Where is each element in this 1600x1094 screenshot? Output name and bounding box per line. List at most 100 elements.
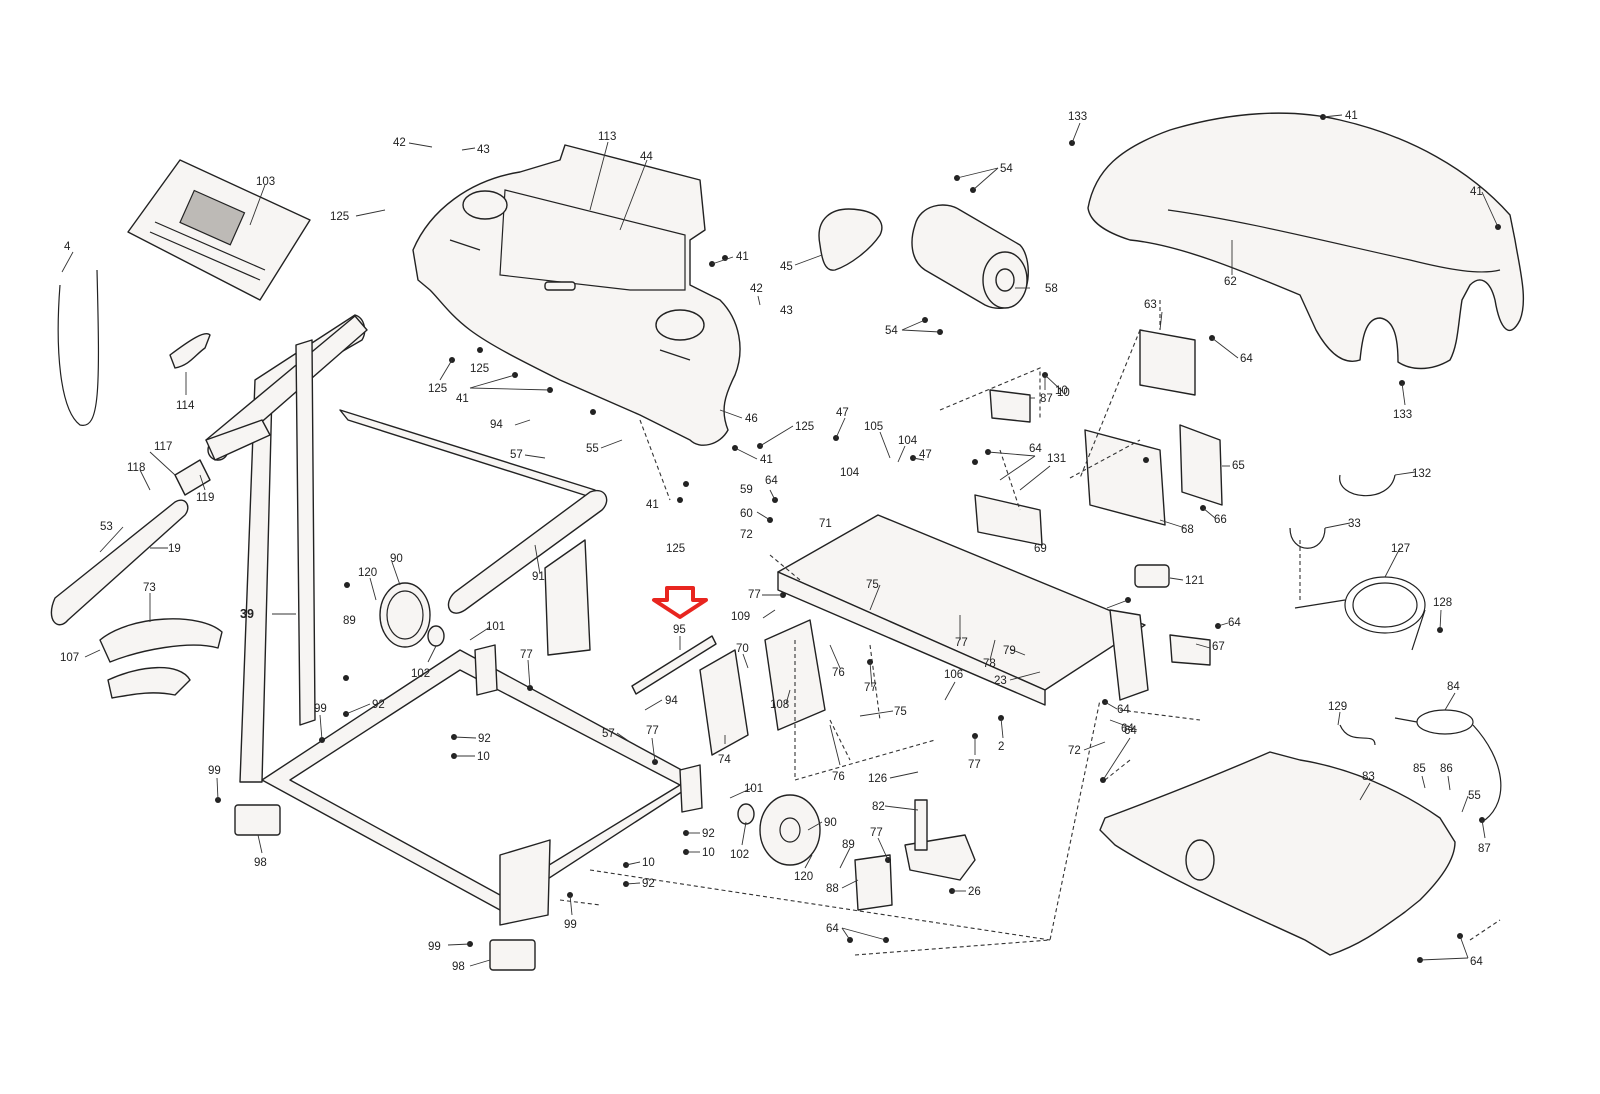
wire-129: [1339, 724, 1376, 746]
part-label: 68: [1181, 524, 1194, 536]
part-label: 72: [1068, 745, 1081, 757]
part-label: 125: [470, 363, 489, 375]
part-label: 41: [760, 454, 773, 466]
part-label: 63: [1144, 299, 1157, 311]
part-label: 125: [666, 543, 685, 555]
part-label: 72: [740, 529, 753, 541]
part-label: 42: [750, 283, 763, 295]
part-label: 42: [393, 137, 406, 149]
part-label: 117: [154, 441, 172, 453]
wire-4: [57, 269, 100, 426]
part-label: 41: [646, 499, 659, 511]
part-label: 39: [240, 607, 254, 621]
part-label: 64: [1121, 723, 1134, 735]
bracket-67b: [1169, 634, 1211, 666]
part-label: 121: [1185, 575, 1204, 587]
part-label: 57: [602, 728, 615, 740]
part-label: 76: [832, 667, 845, 679]
part-label: 119: [196, 492, 214, 504]
wire-132: [1339, 474, 1396, 497]
part-label: 71: [819, 518, 832, 530]
part-label: 94: [490, 419, 503, 431]
part-label: 92: [702, 828, 715, 840]
bracket-69: [974, 494, 1043, 546]
part-label: 26: [968, 886, 981, 898]
part-label: 132: [1412, 468, 1431, 480]
part-label: 99: [208, 765, 221, 777]
part-label: 99: [564, 919, 577, 931]
incline-strut-95: [631, 635, 717, 695]
part-label: 64: [1124, 725, 1137, 737]
motor-hood-62: [1087, 112, 1525, 370]
part-label: 89: [343, 615, 356, 627]
part-label: 70: [736, 643, 749, 655]
part-label: 10: [477, 751, 490, 763]
part-label: 43: [780, 305, 793, 317]
part-label: 10: [1055, 385, 1068, 397]
choke-63: [1139, 329, 1196, 396]
part-label: 99: [428, 941, 441, 953]
part-label: 108: [770, 699, 789, 711]
cover-plate-88: [854, 854, 893, 911]
part-label: 10: [1057, 387, 1070, 399]
assembly-guide-lines: [559, 300, 1501, 956]
part-label: 77: [646, 725, 659, 737]
console-assembly-113: [412, 144, 741, 446]
part-label: 41: [1470, 186, 1483, 198]
part-labels: 133 41 41 62 133 113 44 42 43 103 125 54…: [60, 110, 1491, 973]
part-label: 64: [1240, 353, 1253, 365]
part-label: 90: [824, 817, 837, 829]
part-label: 60: [740, 508, 753, 520]
drive-belt-45: [818, 208, 883, 271]
wheel-90b: [759, 794, 821, 866]
part-label: 126: [868, 773, 887, 785]
part-label: 133: [1393, 409, 1412, 421]
part-label: 65: [1232, 460, 1245, 472]
part-label: 95: [673, 624, 686, 636]
part-label: 133: [1068, 111, 1087, 123]
part-label: 64: [1117, 704, 1130, 716]
part-label: 113: [598, 131, 616, 143]
upright-39: [205, 314, 601, 783]
part-label: 59: [740, 484, 753, 496]
part-label: 47: [836, 407, 849, 419]
part-label: 57: [510, 449, 523, 461]
wire-33: [1289, 527, 1326, 549]
part-label: 19: [168, 543, 181, 555]
foot-pad-98a: [234, 804, 281, 836]
part-label: 73: [143, 582, 156, 594]
highlight-arrow: [652, 586, 708, 619]
part-label: 78: [983, 658, 996, 670]
console-overlay-103: [127, 159, 311, 301]
part-label: 89: [842, 839, 855, 851]
part-label: 77: [748, 589, 761, 601]
part-label: 45: [780, 261, 793, 273]
part-label: 62: [1224, 276, 1237, 288]
controller-board-65: [1179, 424, 1223, 506]
pulse-grip-73: [99, 618, 223, 663]
part-label: 58: [1045, 283, 1058, 295]
part-label: 77: [864, 682, 877, 694]
part-label: 92: [372, 699, 385, 711]
foot-pad-98b: [489, 939, 536, 971]
part-label: 109: [731, 611, 750, 623]
motor-base-83: [1099, 751, 1456, 956]
part-label: 87: [1478, 843, 1491, 855]
part-label: 120: [358, 567, 377, 579]
part-label: 106: [944, 669, 963, 681]
base-frame: [261, 644, 703, 926]
part-label: 79: [1003, 645, 1016, 657]
mounting-plate-74: [699, 649, 749, 756]
part-label: 98: [452, 961, 465, 973]
part-label: 90: [390, 553, 403, 565]
part-label: 101: [744, 783, 763, 795]
part-label: 55: [586, 443, 599, 455]
part-label: 54: [1000, 163, 1013, 175]
part-label: 104: [840, 467, 860, 479]
wheel-90a: [379, 582, 431, 648]
part-label: 92: [478, 733, 491, 745]
drive-motor-58: [911, 204, 1029, 309]
part-label: 74: [718, 754, 731, 766]
part-label: 102: [730, 849, 749, 861]
